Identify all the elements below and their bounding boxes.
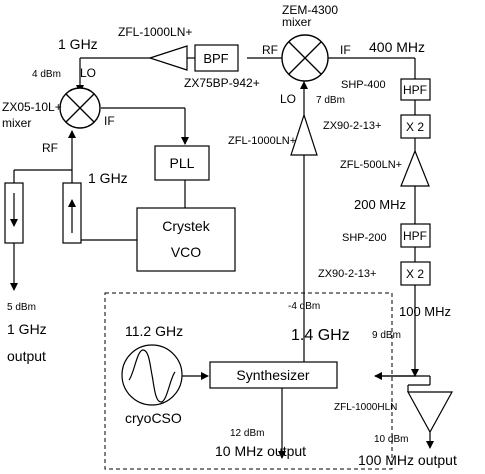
x2-top-box — [400, 114, 431, 139]
freq-1p4ghz: 1.4 GHz — [291, 327, 350, 344]
isolator-output-icon — [4, 182, 24, 244]
amplifier-right-icon — [400, 149, 430, 187]
bpf-box — [194, 44, 239, 72]
amplifier-top-icon — [148, 45, 188, 71]
out-10mhz: 10 MHz output — [215, 443, 306, 459]
freq-1ghz-mid: 1 GHz — [88, 170, 128, 186]
isolator-rf-icon — [62, 182, 82, 244]
out-100mhz: 100 MHz output — [358, 452, 457, 468]
pll-label: PLL — [170, 155, 195, 171]
power-10dbm: 10 dBm — [374, 434, 408, 445]
mixer-top-if-port: IF — [340, 43, 351, 57]
amplifier-out-label: ZFL-1000HLN — [334, 402, 397, 413]
mixer-left-kind: mixer — [2, 116, 31, 130]
cso-frequency: 11.2 GHz — [125, 323, 183, 339]
freq-1ghz-top: 1 GHz — [58, 36, 98, 52]
vco-label-line2: VCO — [171, 244, 201, 260]
vco-box — [136, 207, 236, 272]
x2-bottom-label: X 2 — [406, 267, 424, 281]
mixer-top-kind: mixer — [282, 15, 311, 29]
cryocso-oscillator-icon — [121, 344, 183, 406]
mixer-top-lo-port: LO — [280, 92, 296, 106]
bpf-label: BPF — [203, 51, 228, 66]
power-7dbm: 7 dBm — [316, 95, 345, 106]
cso-name: cryoCSO — [125, 410, 182, 426]
x2-bottom-part: ZX90-2-13+ — [318, 268, 376, 280]
synthesizer-box — [209, 361, 338, 389]
x2-bottom-box — [400, 261, 431, 286]
reference-enclosure — [104, 292, 393, 470]
mixer-left-model: ZX05-10L+ — [2, 100, 62, 114]
mixer-top-rf-port: RF — [262, 43, 278, 57]
power-9dbm: 9 dBm — [372, 330, 401, 341]
power-12dbm: 12 dBm — [230, 428, 264, 439]
mixer-top — [281, 34, 329, 82]
out-left-word: output — [7, 348, 46, 364]
bpf-part: ZX75BP-942+ — [184, 76, 260, 90]
amplifier-right-label: ZFL-500LN+ — [340, 159, 402, 171]
hpf-bottom-box — [400, 223, 431, 248]
signal-wires — [10, 57, 434, 459]
vco-label-line1: Crystek — [162, 218, 210, 234]
amplifier-mid-icon — [290, 113, 318, 156]
synthesizer-label: Synthesizer — [236, 367, 309, 383]
hpf-top-part: SHP-400 — [341, 79, 386, 91]
hpf-top-box — [400, 78, 431, 101]
hpf-bottom-part: SHP-200 — [342, 232, 387, 244]
mixer-left — [59, 87, 101, 129]
power-neg4dbm: -4 dBm — [288, 301, 320, 312]
mixer-left-lo-port: LO — [80, 66, 96, 80]
out-left-power: 5 dBm — [7, 302, 36, 313]
mixer-top-model: ZEM-4300 — [282, 3, 338, 17]
freq-400mhz: 400 MHz — [369, 39, 425, 55]
x2-top-label: X 2 — [406, 120, 424, 134]
x2-top-part: ZX90-2-13+ — [323, 120, 381, 132]
power-4dbm: 4 dBm — [32, 69, 61, 80]
freq-100mhz: 100 MHz — [399, 304, 451, 319]
hpf-bottom-label: HPF — [403, 229, 427, 243]
mixer-left-if-port: IF — [104, 114, 115, 128]
out-left-freq: 1 GHz — [7, 321, 47, 337]
freq-200mhz: 200 MHz — [354, 197, 406, 212]
amplifier-mid-label: ZFL-1000LN+ — [228, 135, 296, 147]
amplifier-top-label: ZFL-1000LN+ — [118, 25, 192, 39]
pll-box — [154, 145, 210, 181]
mixer-left-rf-port: RF — [42, 141, 58, 155]
hpf-top-label: HPF — [403, 83, 427, 97]
amplifier-out-icon — [406, 391, 454, 434]
